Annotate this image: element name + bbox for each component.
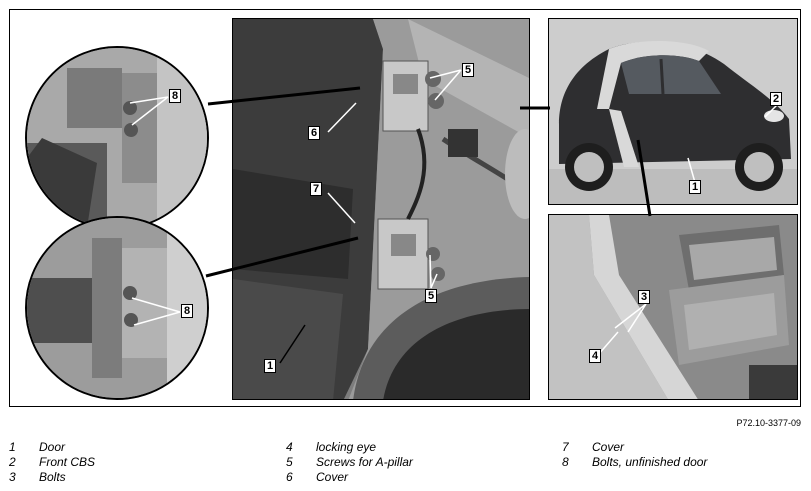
- upper-detail-illustration: [27, 48, 207, 228]
- seat-illustration: [549, 215, 797, 399]
- car-illustration: [549, 19, 797, 204]
- callout-5-lower: 5: [425, 289, 438, 303]
- callout-4: 4: [589, 349, 602, 363]
- callout-8-upper: 8: [169, 89, 182, 103]
- callout-1-car: 1: [689, 180, 702, 194]
- callout-8-lower: 8: [181, 304, 194, 318]
- seat-sill-photo: [548, 214, 798, 400]
- callout-3: 3: [638, 290, 651, 304]
- main-photo-illustration: [233, 19, 529, 399]
- callout-5-upper: 5: [462, 63, 475, 77]
- main-photo-door-hinges: [232, 18, 530, 400]
- callout-7: 7: [310, 182, 323, 196]
- car-side-photo: [548, 18, 798, 205]
- legend: 1 Door 2 Front CBS 3 Bolts 4 locking eye…: [9, 440, 708, 484]
- figure-frame: 8 8 5 5 6 7 1 1 2 3 4: [9, 9, 801, 407]
- callout-2: 2: [770, 92, 783, 106]
- figure-code: P72.10-3377-09: [736, 418, 801, 428]
- lower-detail-illustration: [27, 218, 207, 398]
- upper-detail-circle: [25, 46, 209, 230]
- callout-6: 6: [308, 126, 321, 140]
- callout-1-main: 1: [264, 359, 277, 373]
